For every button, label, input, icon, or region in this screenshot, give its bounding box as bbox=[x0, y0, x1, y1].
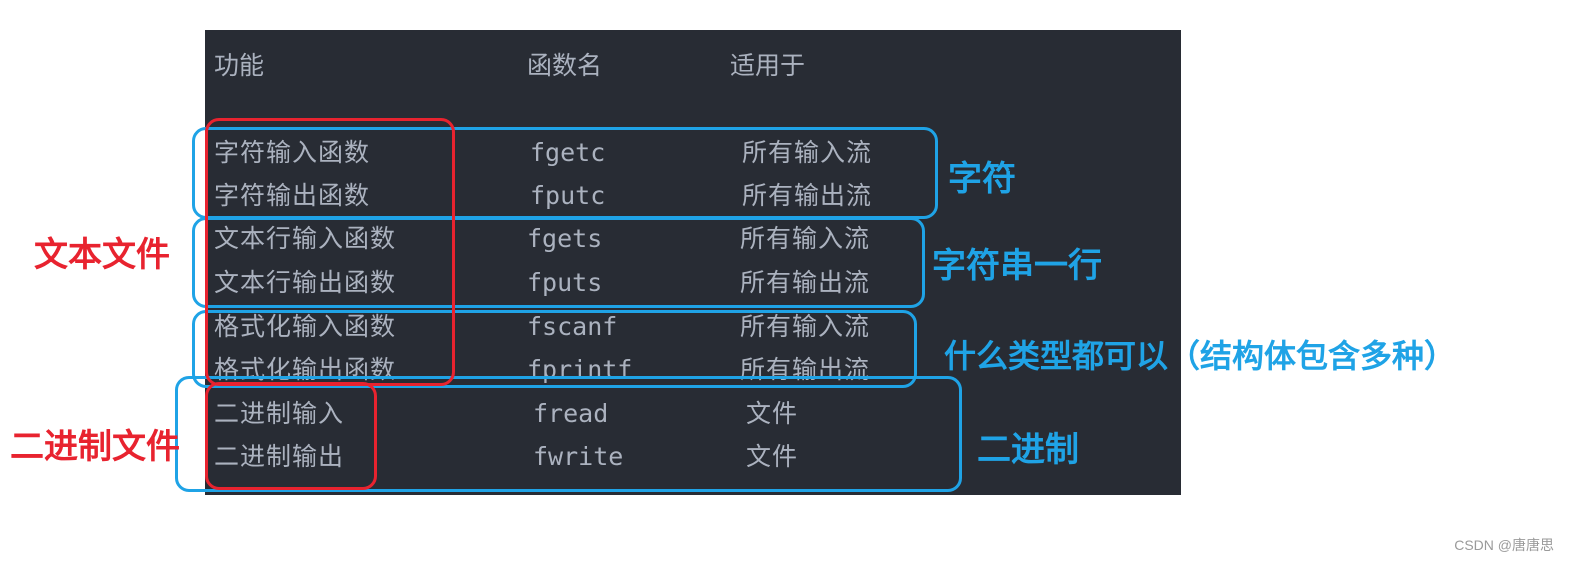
text-file-box bbox=[205, 118, 455, 386]
row-fwrite-function: 二进制输出 bbox=[214, 442, 345, 471]
annotation-binary: 二进制 bbox=[977, 430, 1079, 470]
row-fscanf-name: fscanf bbox=[527, 312, 618, 341]
row-fscanf-scope: 所有输入流 bbox=[740, 312, 871, 341]
row-fputc-function: 字符输出函数 bbox=[214, 181, 371, 210]
row-fgets-function: 文本行输入函数 bbox=[214, 224, 397, 253]
row-fputs-function: 文本行输出函数 bbox=[214, 268, 397, 297]
line-group-box bbox=[192, 217, 925, 308]
header-applies-to: 适用于 bbox=[730, 51, 806, 80]
row-fprintf-scope: 所有输出流 bbox=[740, 355, 871, 384]
row-fgets-name: fgets bbox=[527, 224, 603, 253]
annotation-string-line: 字符串一行 bbox=[932, 246, 1102, 286]
row-fgetc-function: 字符输入函数 bbox=[214, 138, 371, 167]
row-fprintf-function: 格式化输出函数 bbox=[214, 355, 397, 384]
row-fprintf-name: fprintf bbox=[527, 355, 633, 384]
row-fputs-name: fputs bbox=[527, 268, 603, 297]
row-fputs-scope: 所有输出流 bbox=[740, 268, 871, 297]
header-function: 功能 bbox=[214, 51, 265, 80]
annotation-text-file: 文本文件 bbox=[34, 235, 170, 275]
row-fread-function: 二进制输入 bbox=[214, 399, 345, 428]
row-fwrite-name: fwrite bbox=[533, 442, 624, 471]
annotation-binary-file: 二进制文件 bbox=[10, 427, 180, 467]
watermark: CSDN @唐唐思 bbox=[1454, 537, 1554, 553]
annotation-any-type: 什么类型都可以（结构体包含多种） bbox=[944, 337, 1457, 375]
row-fputc-name: fputc bbox=[530, 181, 606, 210]
binary-group-box bbox=[175, 376, 962, 492]
row-fgets-scope: 所有输入流 bbox=[740, 224, 871, 253]
row-fwrite-scope: 文件 bbox=[746, 442, 799, 471]
row-fread-name: fread bbox=[533, 399, 609, 428]
code-table-panel bbox=[205, 30, 1181, 495]
row-fscanf-function: 格式化输入函数 bbox=[214, 312, 397, 341]
row-fgetc-scope: 所有输入流 bbox=[742, 138, 873, 167]
row-fgetc-name: fgetc bbox=[530, 138, 606, 167]
row-fputc-scope: 所有输出流 bbox=[742, 181, 873, 210]
header-function-name: 函数名 bbox=[527, 51, 603, 80]
binary-file-box bbox=[205, 382, 377, 490]
formatted-group-box bbox=[192, 310, 917, 388]
row-fread-scope: 文件 bbox=[746, 399, 799, 428]
annotation-char: 字符 bbox=[948, 159, 1016, 199]
